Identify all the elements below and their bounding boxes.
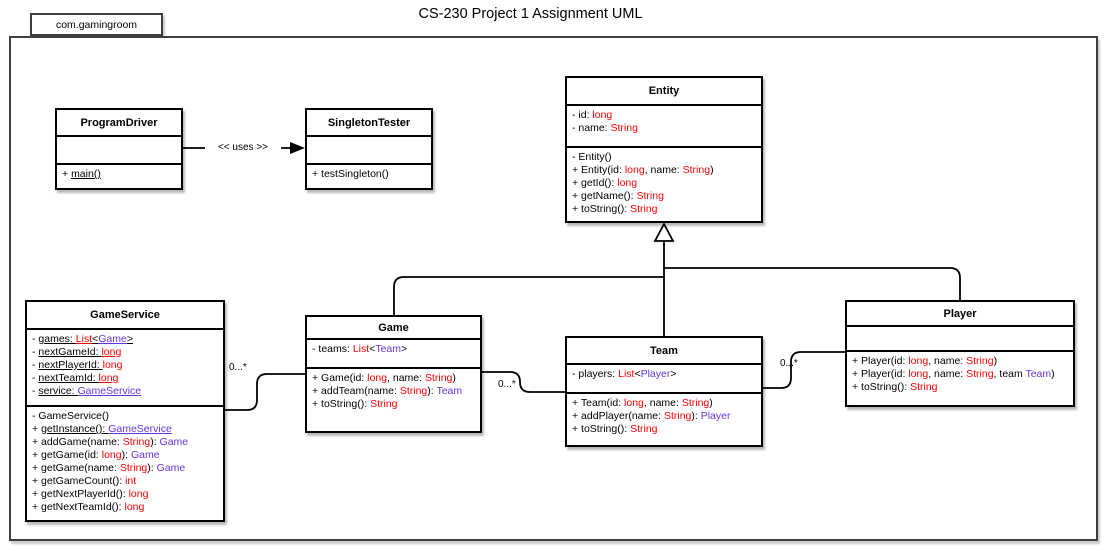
member-line: - id: long (572, 109, 613, 121)
member-line: + toString(): String (572, 423, 658, 435)
methods-section-game: + Game(id: long, name: String)+ addTeam(… (307, 369, 480, 431)
member-line: - service: GameService (32, 385, 142, 397)
member-line: + Player(id: long, name: String, team Te… (852, 368, 1055, 380)
class-name-team: Team (567, 338, 761, 365)
uses-stereotype-label: << uses >> (205, 141, 281, 154)
inheritance-triangle-icon (653, 222, 675, 242)
methods-section-team: + Team(id: long, name: String)+ addPlaye… (567, 394, 761, 445)
member-line: + toString(): String (572, 203, 658, 215)
member-line: + getGame(id: long): Game (32, 449, 160, 461)
class-box-gameservice[interactable]: GameService- games: List<Game>- nextGame… (25, 300, 225, 522)
package-tab[interactable]: com.gamingroom (30, 13, 163, 36)
member-line: + getName(): String (572, 190, 664, 202)
methods-section-singletontester: + testSingleton() (307, 165, 431, 188)
class-name-programdriver: ProgramDriver (57, 110, 181, 137)
member-line: + addTeam(name: String): Team (312, 385, 463, 397)
association-gameservice-game[interactable] (224, 373, 306, 411)
member-line: - name: String (572, 122, 638, 134)
uses-arrowhead-icon (290, 142, 305, 154)
class-name-game: Game (307, 317, 480, 340)
attributes-section-entity: - id: long- name: String (567, 106, 761, 148)
methods-section-entity: - Entity()+ Entity(id: long, name: Strin… (567, 148, 761, 221)
member-line: - games: List<Game> (32, 333, 133, 345)
member-line: + getInstance(): GameService (32, 423, 172, 435)
class-name-entity: Entity (567, 78, 761, 106)
member-line: - GameService() (32, 410, 110, 422)
attributes-section-singletontester (307, 137, 431, 165)
attributes-section-team: - players: List<Player> (567, 365, 761, 394)
class-box-game[interactable]: Game - teams: List<Team> + Game(id: long, … (305, 315, 482, 433)
member-line: - nextGameId: long (32, 346, 122, 358)
class-name-singletontester: SingletonTester (307, 110, 431, 137)
member-line: + getGameCount(): int (32, 475, 137, 487)
diagram-title: CS-230 Project 1 Assignment UML (418, 6, 643, 22)
class-box-team[interactable]: Team - players: List<Player> + Team(id: lo… (565, 336, 763, 447)
member-line: + toString(): String (312, 398, 398, 410)
multiplicity-gameservice-game: 0...* (229, 362, 247, 373)
multiplicity-game-team: 0...* (498, 379, 516, 390)
member-line: + getId(): long (572, 177, 638, 189)
member-line: - players: List<Player> (572, 368, 677, 380)
member-line: - teams: List<Team> (312, 343, 408, 355)
class-box-entity[interactable]: Entity- id: long- name: String- Entity()… (565, 76, 763, 223)
class-box-player[interactable]: Player+ Player(id: long, name: String)+ … (845, 300, 1075, 407)
member-line: + testSingleton() (312, 168, 389, 180)
member-line: - nextTeamId: long (32, 372, 119, 384)
methods-section-programdriver: + main() (57, 165, 181, 188)
methods-section-gameservice: - GameService()+ getInstance(): GameServ… (27, 407, 223, 520)
member-line: + addGame(name: String): Game (32, 436, 189, 448)
member-line: - Entity() (572, 151, 612, 163)
class-box-programdriver[interactable]: ProgramDriver + main() (55, 108, 183, 190)
member-line: + addPlayer(name: String): Player (572, 410, 731, 422)
member-line: + Game(id: long, name: String) (312, 372, 456, 384)
member-line: + Entity(id: long, name: String) (572, 164, 714, 176)
attributes-section-game: - teams: List<Team> (307, 340, 480, 369)
member-line: + getGame(name: String): Game (32, 462, 186, 474)
member-line: + toString(): String (852, 381, 938, 393)
member-line: + getNextPlayerId(): long (32, 488, 149, 500)
attributes-section-gameservice: - games: List<Game>- nextGameId: long- n… (27, 330, 223, 407)
methods-section-player: + Player(id: long, name: String)+ Player… (847, 352, 1073, 405)
member-line: + getNextTeamId(): long (32, 501, 145, 513)
attributes-section-player (847, 327, 1073, 352)
inheritance-line-player[interactable] (663, 267, 961, 301)
member-line: + Player(id: long, name: String) (852, 355, 998, 367)
attributes-section-programdriver (57, 137, 181, 165)
class-name-player: Player (847, 302, 1073, 327)
member-line: - nextPlayerId: long (32, 359, 123, 371)
member-line: + Team(id: long, name: String) (572, 397, 713, 409)
association-team-player[interactable] (762, 351, 846, 389)
class-box-singletontester[interactable]: SingletonTester + testSingleton() (305, 108, 433, 190)
package-label: com.gamingroom (55, 18, 138, 31)
member-line: + main() (62, 168, 101, 180)
inheritance-line-game[interactable] (393, 276, 665, 316)
class-name-gameservice: GameService (27, 302, 223, 330)
multiplicity-team-player: 0...* (780, 358, 798, 369)
association-game-team[interactable] (481, 371, 566, 393)
